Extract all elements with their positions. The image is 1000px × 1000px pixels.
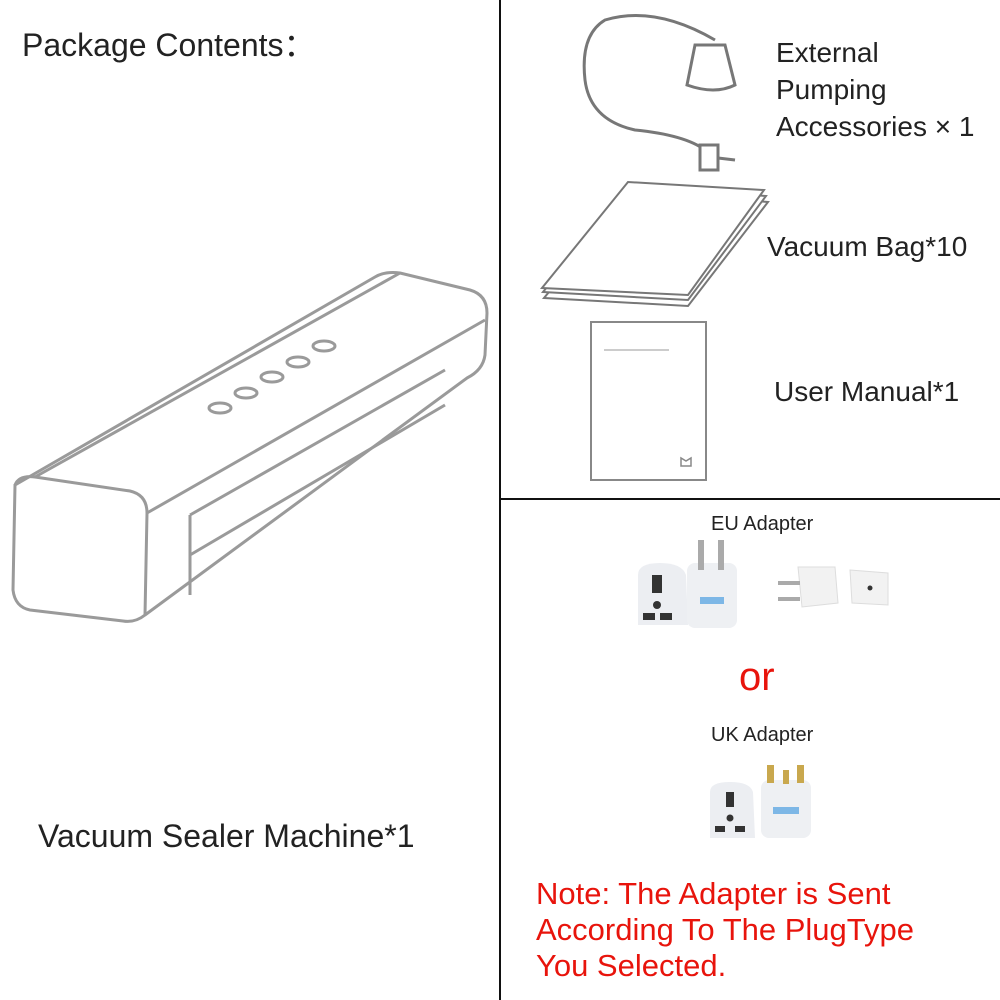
pump-label-line1: External [776,37,879,68]
adapter-note: Note: The Adapter is Sent According To T… [536,876,914,984]
pump-label: External Pumping Accessories × 1 [776,34,974,145]
pump-label-line2: Pumping [776,74,887,105]
page-title: Package Contents： [22,27,316,63]
user-manual-illustration [590,321,707,481]
pump-accessory-illustration [582,14,737,172]
note-line3: You Selected. [536,948,727,983]
uk-adapter-image [710,765,811,838]
or-label: or [739,655,775,699]
note-line1: Note: The Adapter is Sent [536,876,891,911]
horizontal-divider [500,498,1000,500]
note-line2: According To The PlugType [536,912,914,947]
eu-adapter-image [638,540,889,628]
vacuum-sealer-illustration [11,271,489,623]
vertical-divider [499,0,501,1000]
machine-label: Vacuum Sealer Machine*1 [38,818,415,854]
bag-label: Vacuum Bag*10 [767,231,968,262]
pump-label-line3: Accessories × 1 [776,111,975,142]
vacuum-bag-illustration [539,180,770,308]
eu-adapter-label: EU Adapter [711,513,814,535]
uk-adapter-label: UK Adapter [711,724,814,746]
manual-label: User Manual*1 [774,376,960,407]
